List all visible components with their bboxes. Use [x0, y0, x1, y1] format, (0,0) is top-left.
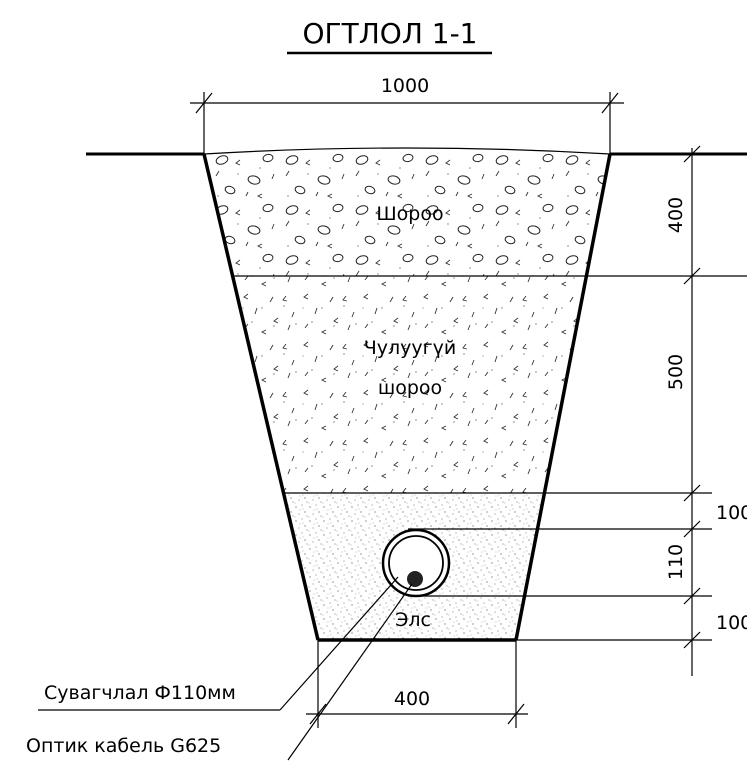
fill-top-curve: [203, 147, 611, 155]
pipe-callout-label: Сувагчлал Ф110мм: [44, 682, 236, 704]
conduit-pipe-outer: [381, 528, 451, 598]
top-dim-tick-right: [601, 92, 619, 114]
trench-right-wall: [514, 153, 612, 641]
bottom-width-label: 400: [394, 688, 430, 710]
right-dim-tick-1: [683, 145, 701, 163]
bottom-dim-tick-right: [507, 703, 525, 725]
trench-left-wall: [202, 153, 320, 641]
sand-layer-label: Элс: [395, 609, 431, 631]
sand-top-dim-label: 100: [716, 502, 747, 524]
soil-depth-label: 500: [665, 354, 687, 390]
cable-callout-label: Оптик кабель G625: [26, 735, 221, 757]
right-dim-tick-2: [683, 267, 701, 285]
bottom-dim-tick-left: [309, 703, 327, 725]
sand-bottom-dim-label: 100: [716, 612, 747, 634]
soil-layer-label-2: шороо: [378, 377, 442, 399]
right-dim-tick-4: [683, 520, 701, 538]
top-dim-tick-left: [195, 92, 213, 114]
section-title: ОГТЛОЛ 1-1: [303, 17, 478, 50]
cable-leader-diagonal: [287, 583, 413, 761]
gravel-depth-label: 400: [665, 197, 687, 233]
right-dim-tick-6: [683, 631, 701, 649]
gravel-layer-label: Шороо: [376, 203, 443, 225]
conduit-pipe-inner: [388, 535, 444, 591]
soil-layer-label-1: Чулуугүй: [364, 337, 456, 359]
top-width-label: 1000: [381, 75, 429, 97]
optical-cable: [407, 571, 423, 587]
pipe-leader-diagonal: [279, 576, 399, 711]
right-dim-tick-5: [683, 587, 701, 605]
right-dim-tick-3: [683, 484, 701, 502]
pipe-dim-label: 110: [665, 544, 687, 580]
gravel-layer-fill: [204, 148, 610, 276]
